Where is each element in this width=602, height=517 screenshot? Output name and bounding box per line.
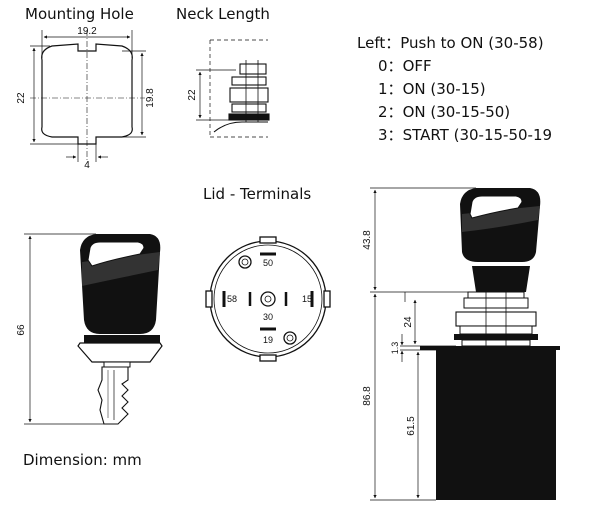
dim-hole-notch: 4 <box>84 160 90 171</box>
dim-neck: 24 <box>403 316 414 328</box>
dim-body-height: 61.5 <box>406 416 417 436</box>
position-key: Left <box>357 34 386 52</box>
dim-top-height: 43.8 <box>362 230 373 250</box>
dim-gap: 1.3 <box>390 342 400 355</box>
mounting-hole-heading: Mounting Hole <box>25 5 134 23</box>
position-desc: Push to ON (30-58) <box>400 34 544 52</box>
position-key: 3 <box>378 126 388 144</box>
position-row-left: Left：Push to ON (30-58) <box>357 36 544 51</box>
dim-total-height: 86.8 <box>362 386 373 406</box>
neck-length-dimension <box>196 69 236 121</box>
neck-length-drawing <box>209 39 270 138</box>
dim-key-length: 66 <box>16 324 27 336</box>
position-key: 2 <box>378 103 388 121</box>
dimension-note: Dimension: mm <box>23 451 142 469</box>
position-desc: OFF <box>402 57 432 75</box>
terminal-19: 19 <box>263 335 273 345</box>
position-row-0: 0：OFF <box>378 59 432 74</box>
lid-terminals-heading: Lid - Terminals <box>203 185 312 203</box>
terminal-15: 15 <box>302 294 312 304</box>
dim-hole-width: 19.2 <box>77 26 97 37</box>
position-desc: START (30-15-50-19 <box>402 126 553 144</box>
key-drawing <box>77 234 163 425</box>
position-row-3: 3：START (30-15-50-19 <box>378 128 552 143</box>
lid-terminals-drawing <box>205 236 331 362</box>
switch-dimensions <box>370 187 476 501</box>
terminal-50: 50 <box>263 258 273 268</box>
position-sep: ： <box>387 80 403 98</box>
position-key: 1 <box>378 80 388 98</box>
key-length-dimension <box>24 233 106 425</box>
neck-length-heading: Neck Length <box>176 5 270 23</box>
position-sep: ： <box>387 57 403 75</box>
mounting-hole-dimensions <box>30 30 146 162</box>
position-sep: ： <box>385 34 401 52</box>
position-row-1: 1：ON (30-15) <box>378 82 486 97</box>
mounting-hole-drawing <box>30 30 145 162</box>
position-sep: ： <box>387 126 403 144</box>
dim-hole-height: 22 <box>16 92 27 104</box>
position-desc: ON (30-15-50) <box>402 103 511 121</box>
dim-neck-length: 22 <box>187 89 198 101</box>
position-desc: ON (30-15) <box>402 80 486 98</box>
switch-assembly-drawing <box>420 188 560 500</box>
dim-hole-flat: 19.8 <box>145 88 156 108</box>
terminal-58: 58 <box>227 294 237 304</box>
position-key: 0 <box>378 57 388 75</box>
mounting-hole-outline <box>41 43 133 145</box>
position-sep: ： <box>387 103 403 121</box>
position-row-2: 2：ON (30-15-50) <box>378 105 510 120</box>
terminal-30: 30 <box>263 312 273 322</box>
